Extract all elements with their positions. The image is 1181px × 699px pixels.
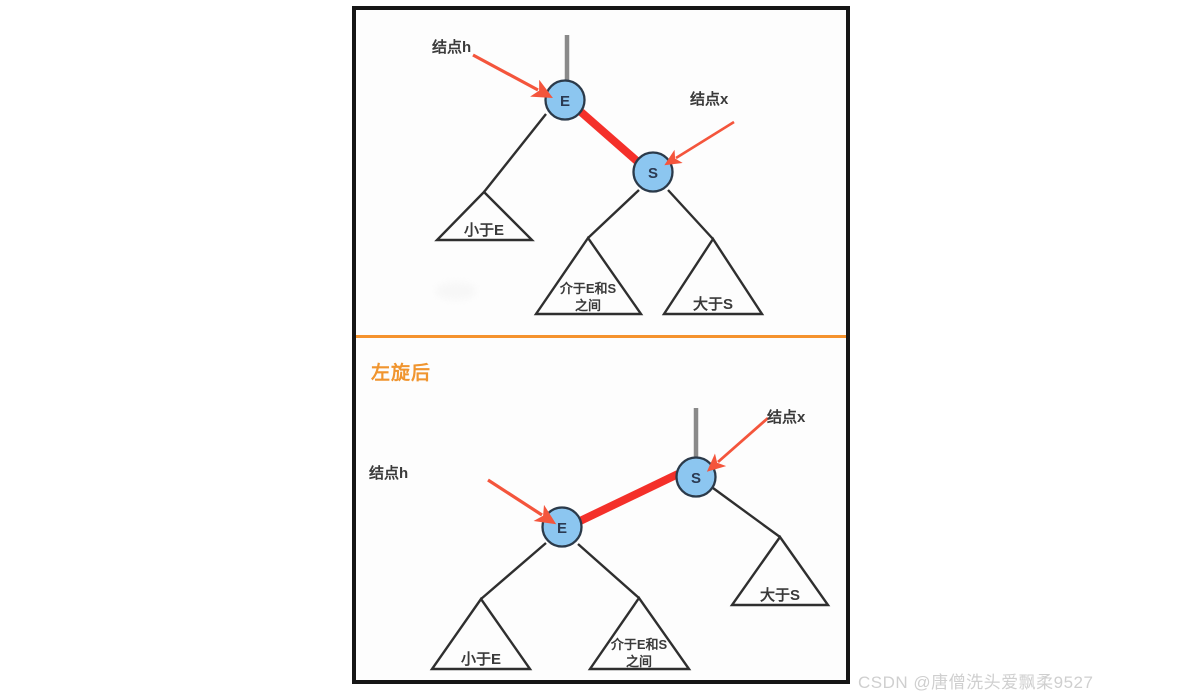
edge-s-to-greater-s — [667, 189, 714, 240]
image-smudge-artifact — [436, 282, 476, 300]
subtree-triangle-between-top — [533, 235, 644, 316]
subtree-label-between-bottom-line1: 介于E和S — [610, 637, 668, 652]
arrow-to-node-x-bottom — [706, 416, 769, 472]
node-label-s-bottom: S — [691, 470, 701, 487]
subtree-triangle-less-than-e-bottom — [429, 596, 533, 671]
annotation-label-node-x-bottom: 结点x — [767, 409, 806, 426]
csdn-watermark: CSDN @唐僧洗头爱飘柔9527 — [858, 673, 1094, 692]
arrow-to-node-h-top — [472, 53, 553, 99]
subtree-triangle-greater-than-s-bottom — [729, 534, 831, 607]
diagram-frame: E S 小于E 介于E和S 之间 大于S — [352, 6, 850, 684]
node-label-e-bottom: E — [557, 520, 567, 537]
node-circle-e-top — [544, 79, 586, 121]
subtree-label-less-than-e-bottom: 小于E — [461, 651, 501, 668]
subtree-triangle-greater-than-s-top — [661, 236, 765, 316]
red-link-e-to-s — [578, 108, 641, 166]
subtree-triangle-less-than-e-top — [434, 190, 535, 242]
subtree-label-between-top-line2: 之间 — [575, 298, 601, 313]
subtree-triangle-between-bottom — [587, 595, 692, 671]
node-circle-s-top — [632, 151, 674, 193]
annotation-label-node-h-bottom: 结点h — [369, 465, 409, 482]
tree-diagram-svg: E S 小于E 介于E和S 之间 大于S — [429, 35, 831, 671]
subtree-label-greater-than-s-bottom: 大于S — [760, 586, 800, 604]
subtree-label-greater-than-s-top: 大于S — [693, 295, 733, 313]
node-label-s-top: S — [648, 165, 658, 182]
subtree-label-between-bottom-line2: 之间 — [626, 654, 652, 669]
arrow-to-node-h-bottom — [487, 478, 557, 525]
red-link-e-to-s-bottom — [576, 470, 680, 526]
arrow-to-node-x-top — [664, 120, 735, 166]
subtree-label-between-top-line1: 介于E和S — [559, 281, 617, 296]
panel-before-rotation: E S 小于E 介于E和S 之间 大于S — [434, 35, 765, 316]
subtree-label-less-than-e-top: 小于E — [464, 222, 504, 239]
panel-after-rotation: S E 大于S 小于E 介于E和S 之间 — [429, 408, 831, 671]
node-circle-s-bottom — [675, 456, 717, 498]
edge-e-to-less-e — [483, 113, 547, 193]
edge-s-to-between — [587, 189, 640, 239]
panel-divider — [356, 335, 846, 338]
edge-s-to-greater-s-bottom — [712, 487, 781, 538]
node-label-e-top: E — [560, 93, 570, 110]
section-title-after-rotation: 左旋后 — [371, 363, 432, 384]
edge-e-to-between-bottom — [577, 543, 640, 599]
annotation-label-node-x-top: 结点x — [690, 91, 729, 108]
edge-e-to-less-e-bottom — [480, 542, 547, 600]
annotation-label-node-h-top: 结点h — [432, 39, 472, 56]
